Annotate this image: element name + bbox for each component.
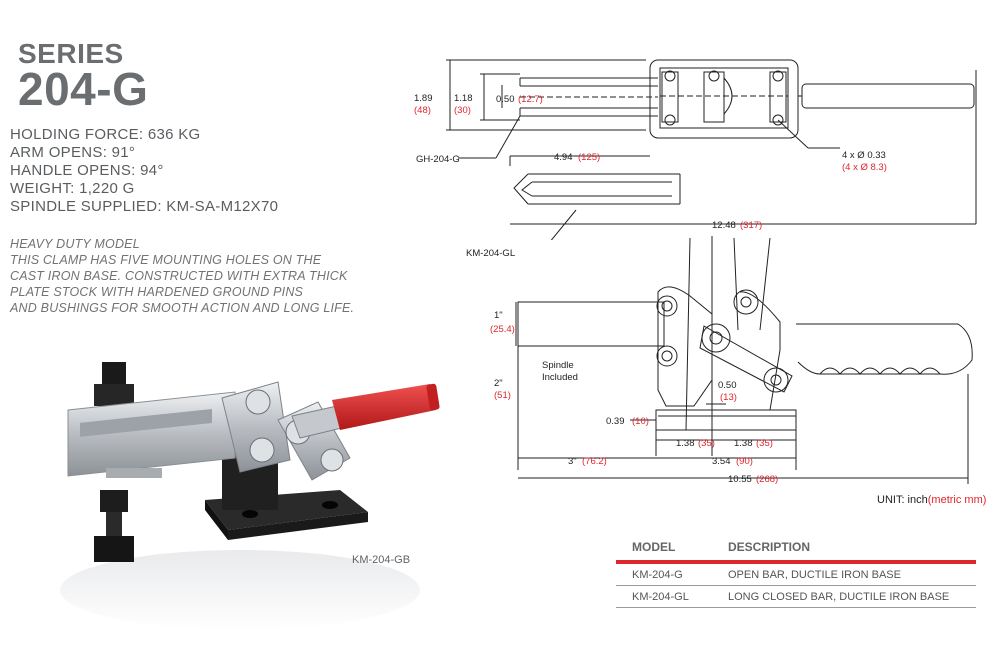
- dim-317: (317): [740, 220, 762, 231]
- column-model: MODEL: [632, 540, 676, 554]
- dim-13: (13): [720, 392, 737, 403]
- spec-holding-force: HOLDING FORCE: 636 KG: [10, 126, 201, 143]
- header-rule: [616, 560, 976, 564]
- label-km-204-gl: KM-204-GL: [466, 248, 516, 259]
- holes-label: 4 x Ø 0.33: [842, 150, 886, 161]
- table-row: KM-204-G OPEN BAR, DUCTILE IRON BASE: [616, 564, 976, 586]
- column-description: DESCRIPTION: [728, 540, 811, 554]
- dim-35-a: (35): [698, 438, 715, 449]
- model-title: 204-G: [18, 63, 149, 115]
- dim-12-48: 12.48: [712, 220, 736, 231]
- spec-handle-opens: HANDLE OPENS: 94°: [10, 162, 164, 179]
- dim-4-94: 4.94: [554, 152, 573, 163]
- description: HEAVY DUTY MODEL THIS CLAMP HAS FIVE MOU…: [10, 236, 354, 316]
- photo-caption: KM-204-GB: [352, 554, 411, 566]
- dim-10: (10): [632, 416, 649, 427]
- dim-35-b: (35): [756, 438, 773, 449]
- dim-12-7: (12.7): [518, 94, 543, 105]
- dim-76-2: (76.2): [582, 456, 607, 467]
- description-line: CAST IRON BASE. CONSTRUCTED WITH EXTRA T…: [10, 269, 348, 283]
- description-line: HEAVY DUTY MODEL: [10, 237, 140, 251]
- row-model: KM-204-G: [632, 568, 683, 581]
- row-model: KM-204-GL: [632, 590, 689, 603]
- model-table: MODEL DESCRIPTION KM-204-G OPEN BAR, DUC…: [616, 536, 976, 608]
- holes-metric-label: (4 x Ø 8.3): [842, 162, 887, 173]
- side-view-drawing: 1" (25.4) Spindle Included 2" (51) 0.50 …: [490, 236, 973, 485]
- dim-1-89: 1.89: [414, 93, 433, 104]
- spindle-label-2: Included: [542, 372, 578, 383]
- spec-weight: WEIGHT: 1,220 G: [10, 180, 135, 197]
- description-line: THIS CLAMP HAS FIVE MOUNTING HOLES ON TH…: [10, 253, 322, 267]
- label-gh-204-g: GH-204-G: [416, 154, 460, 165]
- table-row: KM-204-GL LONG CLOSED BAR, DUCTILE IRON …: [616, 586, 976, 608]
- product-photo: [60, 362, 440, 630]
- dim-25-4: (25.4): [490, 324, 515, 335]
- description-line: AND BUSHINGS FOR SMOOTH ACTION AND LONG …: [10, 301, 355, 315]
- spec-spindle: SPINDLE SUPPLIED: KM-SA-M12X70: [10, 198, 279, 215]
- row-description: OPEN BAR, DUCTILE IRON BASE: [728, 568, 901, 581]
- dim-3-inch: 3": [568, 456, 577, 467]
- unit-prefix: UNIT: inch: [877, 494, 928, 506]
- dim-0-39: 0.39: [606, 416, 625, 427]
- dim-3-54: 3.54: [712, 456, 731, 467]
- table-header: MODEL DESCRIPTION: [616, 536, 976, 558]
- spec-list: HOLDING FORCE: 636 KG ARM OPENS: 91° HAN…: [10, 126, 278, 216]
- dim-0-50: 0.50: [496, 94, 515, 105]
- unit-metric: (metric mm): [927, 494, 987, 506]
- unit-note: UNIT: inch(metric mm): [877, 494, 986, 506]
- dim-90: (90): [736, 456, 753, 467]
- dim-30: (30): [454, 105, 471, 116]
- dim-1-inch: 1": [494, 310, 503, 321]
- row-description: LONG CLOSED BAR, DUCTILE IRON BASE: [728, 590, 950, 603]
- dim-2-inch: 2": [494, 378, 503, 389]
- dim-125: (125): [578, 152, 600, 163]
- spec-arm-opens: ARM OPENS: 91°: [10, 144, 136, 161]
- dim-1-38-a: 1.38: [676, 438, 695, 449]
- dim-1-18: 1.18: [454, 93, 473, 104]
- dim-10-55: 10.55: [728, 474, 752, 485]
- series-label: SERIES: [18, 38, 124, 69]
- dim-51: (51): [494, 390, 511, 401]
- top-view-drawing: 1.89 (48) 1.18 (30) 0.50 (12.7) 4 x Ø 0.…: [414, 59, 977, 240]
- dim-1-38-b: 1.38: [734, 438, 753, 449]
- dim-268: (268): [756, 474, 778, 485]
- description-line: PLATE STOCK WITH HARDENED GROUND PINS: [10, 285, 304, 299]
- spindle-label-1: Spindle: [542, 360, 574, 371]
- dim-0-50-side: 0.50: [718, 380, 737, 391]
- dim-48: (48): [414, 105, 431, 116]
